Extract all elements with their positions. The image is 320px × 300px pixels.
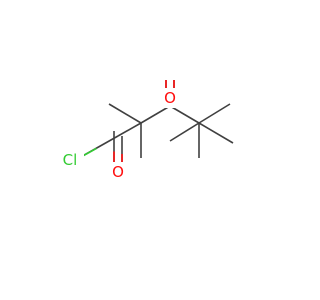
label-bg-cl <box>58 150 84 170</box>
label-bg-o-acyl <box>109 162 127 182</box>
label-bg-o-ketone <box>161 88 179 108</box>
structure-diagram: Cl O O <box>58 80 234 182</box>
bond-c1-c2 <box>117 122 142 137</box>
atom-label-o-acyl: O <box>112 163 124 181</box>
atom-label-cl: Cl <box>63 151 78 169</box>
atom-labels: Cl O O <box>58 88 179 182</box>
bond-c3-c4 <box>169 105 200 124</box>
bond-c2-c3 <box>140 105 171 124</box>
bonds <box>78 80 234 172</box>
atom-label-o-ketone: O <box>164 89 176 107</box>
bond-c4-me-up <box>198 103 231 124</box>
bond-c2-me-up <box>108 103 142 124</box>
bond-c4-me-left <box>169 122 200 142</box>
bond-c4-me-right <box>198 122 234 144</box>
